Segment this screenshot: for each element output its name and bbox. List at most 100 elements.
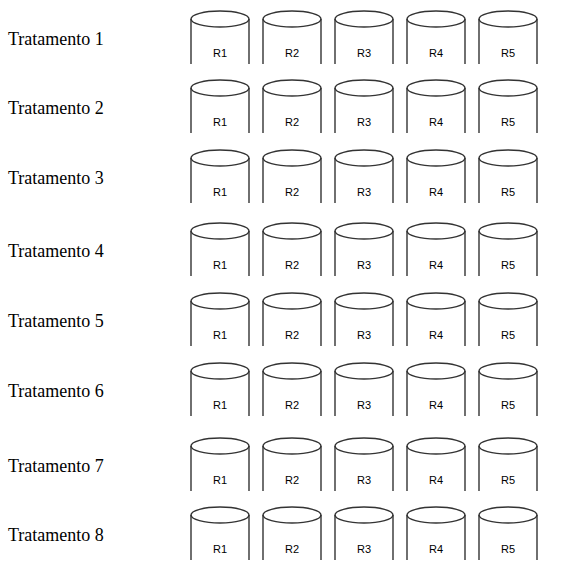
cylinder-side	[262, 88, 263, 133]
cylinder-side	[262, 515, 263, 560]
cylinder-side	[262, 446, 263, 491]
treatment-label: Tratamento 7	[8, 457, 104, 475]
cylinder-side	[190, 19, 191, 64]
cylinder-side	[248, 88, 249, 133]
pot-cylinder: R1	[190, 79, 250, 133]
treatment-label: Tratamento 2	[8, 99, 104, 117]
pot-cylinder: R4	[406, 506, 466, 560]
cylinder-side	[334, 446, 335, 491]
cylinder-side	[406, 88, 407, 133]
pot-cylinder: R5	[478, 10, 538, 64]
cylinder-top	[335, 150, 393, 166]
replicate-label: R4	[406, 330, 466, 341]
pot-cylinder: R4	[406, 437, 466, 491]
replicate-label: R1	[190, 544, 250, 555]
cylinder-top	[335, 363, 393, 379]
cylinder-top	[263, 293, 321, 309]
pot-cylinder: R3	[334, 362, 394, 416]
pot-cylinder: R3	[334, 10, 394, 64]
pot-cylinder: R1	[190, 362, 250, 416]
pot-cylinder: R5	[478, 79, 538, 133]
cylinder-side	[320, 19, 321, 64]
treatment-label: Tratamento 5	[8, 312, 104, 330]
cylinder-top	[407, 150, 465, 166]
replicate-label: R1	[190, 475, 250, 486]
cylinder-top	[191, 507, 249, 523]
cylinder-side	[262, 158, 263, 203]
cylinder-top	[407, 507, 465, 523]
pot-cylinder: R3	[334, 149, 394, 203]
replicate-label: R4	[406, 187, 466, 198]
replicate-label: R5	[478, 117, 538, 128]
cylinder-side	[478, 301, 479, 346]
replicate-label: R2	[262, 187, 322, 198]
cylinder-side	[392, 231, 393, 276]
replicate-label: R5	[478, 475, 538, 486]
cylinder-side	[320, 231, 321, 276]
cylinder-top	[479, 507, 537, 523]
cylinder-side	[406, 158, 407, 203]
cylinder-side	[464, 231, 465, 276]
cylinder-side	[248, 515, 249, 560]
cylinder-side	[464, 88, 465, 133]
cylinder-side	[320, 371, 321, 416]
pot-cylinder: R4	[406, 292, 466, 346]
cylinder-side	[320, 88, 321, 133]
cylinder-side	[190, 371, 191, 416]
cylinder-top	[407, 438, 465, 454]
cylinder-side	[248, 446, 249, 491]
cylinder-top	[479, 223, 537, 239]
cylinder-side	[320, 158, 321, 203]
cylinder-side	[334, 515, 335, 560]
pot-cylinder: R5	[478, 506, 538, 560]
treatment-label: Tratamento 1	[8, 30, 104, 48]
pot-cylinder: R1	[190, 10, 250, 64]
cylinder-top	[335, 507, 393, 523]
cylinder-top	[263, 150, 321, 166]
replicate-label: R2	[262, 117, 322, 128]
cylinder-side	[464, 158, 465, 203]
cylinder-top	[335, 11, 393, 27]
replicate-label: R4	[406, 48, 466, 59]
cylinder-top	[263, 507, 321, 523]
cylinder-top	[191, 80, 249, 96]
cylinder-side	[464, 301, 465, 346]
replicate-label: R1	[190, 330, 250, 341]
pot-cylinder: R2	[262, 149, 322, 203]
cylinder-side	[392, 446, 393, 491]
replicate-label: R2	[262, 48, 322, 59]
replicate-label: R1	[190, 117, 250, 128]
cylinder-top	[191, 363, 249, 379]
cylinder-top	[263, 11, 321, 27]
cylinder-side	[248, 158, 249, 203]
cylinder-top	[479, 11, 537, 27]
cylinder-side	[464, 515, 465, 560]
cylinder-top	[191, 223, 249, 239]
cylinder-side	[464, 19, 465, 64]
replicate-label: R5	[478, 330, 538, 341]
cylinder-side	[392, 158, 393, 203]
cylinder-side	[320, 446, 321, 491]
replicate-label: R1	[190, 260, 250, 271]
cylinder-side	[536, 301, 537, 346]
replicate-label: R2	[262, 544, 322, 555]
replicate-label: R1	[190, 187, 250, 198]
cylinder-side	[190, 88, 191, 133]
pot-cylinder: R5	[478, 292, 538, 346]
cylinder-top	[191, 11, 249, 27]
replicate-label: R3	[334, 117, 394, 128]
cylinder-top	[407, 363, 465, 379]
pot-cylinder: R2	[262, 79, 322, 133]
replicate-label: R3	[334, 544, 394, 555]
pot-cylinder: R2	[262, 292, 322, 346]
cylinder-side	[392, 301, 393, 346]
cylinder-top	[191, 293, 249, 309]
cylinder-side	[334, 231, 335, 276]
cylinder-side	[392, 19, 393, 64]
cylinder-top	[263, 80, 321, 96]
cylinder-side	[334, 371, 335, 416]
cylinder-top	[335, 438, 393, 454]
cylinder-side	[320, 515, 321, 560]
cylinder-side	[262, 301, 263, 346]
